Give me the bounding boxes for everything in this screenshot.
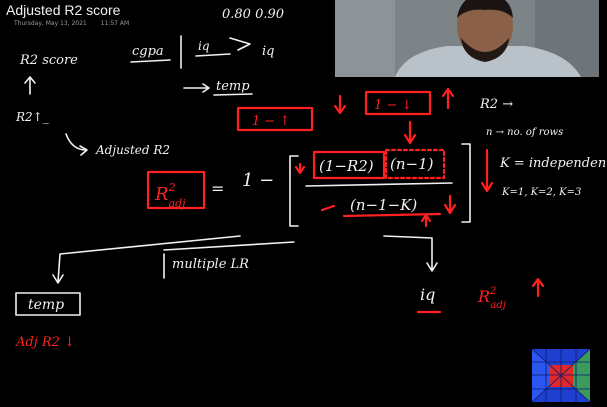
brand-logo xyxy=(531,348,591,403)
box-temp xyxy=(15,292,81,316)
down-arrow-icon xyxy=(443,194,457,215)
r2-arrow-note: R2 → xyxy=(479,97,513,112)
down-arrow-icon xyxy=(403,120,417,145)
window-header: Adjusted R2 score Thursday, May 13, 2021… xyxy=(0,0,340,30)
box-numerator-a xyxy=(312,150,386,180)
multiple-lr-note: multiple LR xyxy=(172,257,249,272)
denominator: (n−1−K) xyxy=(350,196,417,214)
denominator-underline xyxy=(342,212,442,218)
bracket-left xyxy=(289,155,299,227)
down-arrow-icon xyxy=(294,162,306,175)
numerator-a: (1−R2) xyxy=(319,157,374,175)
k-values: K=1, K=2, K=3 xyxy=(501,187,581,198)
cgpa-label: cgpa xyxy=(132,44,164,59)
arrow-to-iq xyxy=(383,235,438,272)
page-title: Adjusted R2 score xyxy=(6,2,121,18)
formula-equals: = xyxy=(211,179,224,198)
one-minus-down-label: 1 − ↓ xyxy=(374,98,412,113)
k-definition: K = independent xyxy=(499,156,607,171)
up-arrow-icon xyxy=(420,213,432,228)
page-date: Thursday, May 13, 2021 xyxy=(14,20,87,27)
adj-r2-down-note: Adj R2 ↓ xyxy=(15,335,75,350)
up-arrow-icon xyxy=(531,277,545,298)
box-r2-adj xyxy=(146,170,206,210)
one-minus-up-label: 1 − ↑ xyxy=(252,114,290,129)
r2-up-note: R2↑_ xyxy=(15,110,49,124)
iq-bottom-label: iq xyxy=(420,285,435,304)
iq-var-label: iq xyxy=(198,39,210,53)
curve-arrow-icon xyxy=(65,133,87,151)
iq-side-label: iq xyxy=(262,44,274,59)
box-one-minus-down xyxy=(364,90,432,116)
temp-top-label: temp xyxy=(216,79,250,94)
arrow-to-temp xyxy=(52,235,241,284)
box-numerator-b xyxy=(384,148,446,180)
grid-logo-icon xyxy=(531,348,591,403)
n-definition: n → no. of rows xyxy=(486,127,563,138)
temp-bottom-label: temp xyxy=(28,297,64,313)
r2-score-label: R2 score xyxy=(19,53,78,68)
presenter-video xyxy=(335,0,599,77)
down-arrow-icon xyxy=(480,148,494,193)
fraction-bar xyxy=(305,182,453,187)
down-arrow-icon xyxy=(333,94,347,115)
page-time: 11:57 AM xyxy=(100,20,130,27)
right-arrow-icon xyxy=(183,83,210,93)
up-arrow-icon xyxy=(24,76,36,95)
bracket-right xyxy=(461,143,471,223)
scores-note: 0.80 0.90 xyxy=(222,7,284,22)
numerator-b: (n−1) xyxy=(390,155,434,173)
up-arrow-icon xyxy=(441,87,455,110)
presenter-webcam xyxy=(335,0,599,77)
box-one-minus-up xyxy=(236,106,314,132)
page-timestamp: Thursday, May 13, 2021 11:57 AM xyxy=(14,20,141,27)
loop-arrow-icon xyxy=(229,37,251,51)
formula-one-minus: 1 − xyxy=(242,170,274,191)
adjusted-r2-note: Adjusted R2 xyxy=(95,143,170,157)
